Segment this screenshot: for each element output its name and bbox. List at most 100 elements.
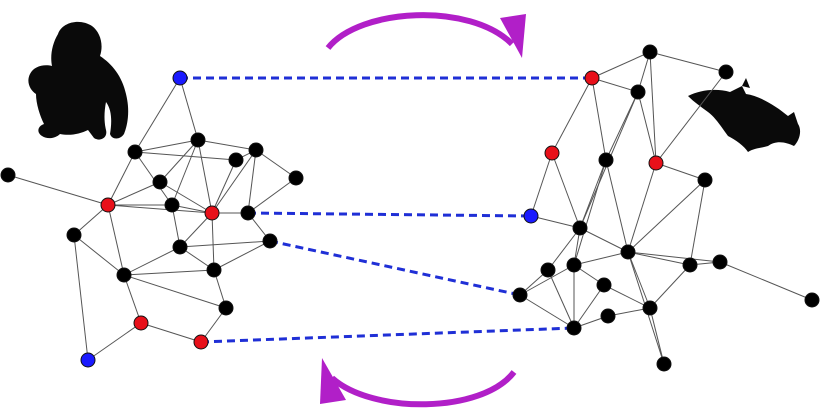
left-node-black [172,239,188,255]
right-node-black [620,244,636,260]
right-node-black [718,64,734,80]
right-edge [627,162,657,253]
right-network-edges [519,51,813,365]
left-edge [123,274,142,324]
right-edge [655,71,727,164]
right-node-black [566,320,582,336]
primate-silhouette-icon [28,21,129,140]
right-edge [573,284,605,329]
right-node-red [544,145,560,161]
right-node-black [540,262,556,278]
left-node-red [204,205,220,221]
left-edge [255,149,297,179]
right-edge [603,284,651,309]
left-node-blue [172,70,188,86]
left-edge [211,159,237,214]
left-edge [197,139,213,214]
right-node-black [566,257,582,273]
left-node-black [206,262,222,278]
alignment-link [247,211,532,218]
left-node-black [152,174,168,190]
right-edge [573,159,607,266]
right-node-black [642,44,658,60]
left-edge [179,77,199,141]
right-node-black [642,300,658,316]
right-node-black [596,277,612,293]
right-edge [591,51,651,79]
left-edge [7,174,109,206]
left-edge [247,149,257,214]
right-node-black [656,356,672,372]
left-edge [107,204,125,276]
left-node-black [127,144,143,160]
right-node-black [512,287,528,303]
right-node-black [804,292,820,308]
curved-arrow-right-icon [325,12,515,50]
left-node-red [100,197,116,213]
left-node-black [164,197,180,213]
left-edge [123,246,181,276]
left-edge [134,139,199,153]
right-node-black [682,257,698,273]
left-node-red [193,334,209,350]
right-edge [547,269,575,329]
right-node-red [584,70,600,86]
left-edge [73,234,125,276]
right-network-nodes [512,44,820,372]
right-edge [719,261,813,301]
right-edge [655,162,706,181]
left-edge [211,212,215,271]
left-node-black [190,132,206,148]
left-edge [247,177,297,214]
right-edge [551,77,593,154]
right-edge [649,307,665,365]
right-edge [637,91,657,164]
alignment-links [180,76,592,344]
left-edge [87,322,142,361]
right-node-black [697,172,713,188]
left-edge [134,151,237,161]
left-edge [73,204,109,236]
right-edge [627,251,691,266]
right-node-black [572,220,588,236]
left-node-black [66,227,82,243]
right-node-blue [523,208,539,224]
right-edge [591,77,639,93]
left-edge [107,181,161,206]
right-edge [627,179,706,253]
right-node-red [648,155,664,171]
left-network-nodes [0,70,304,368]
right-edge [530,152,553,217]
left-node-black [218,300,234,316]
left-edge [197,139,257,151]
left-edge [171,139,199,206]
left-node-black [248,142,264,158]
left-node-black [240,205,256,221]
left-edge [107,204,213,214]
left-edge [134,77,181,153]
right-node-black [712,254,728,270]
right-edge [649,51,727,73]
right-node-black [630,84,646,100]
left-edge [123,274,227,309]
right-edge [649,51,657,164]
right-edge [591,77,607,161]
right-edge [649,264,691,309]
alignment-link [269,239,521,297]
right-edge [551,152,581,229]
right-edge [579,227,629,253]
left-node-black [228,152,244,168]
right-edge [519,264,575,296]
right-edge [689,179,706,266]
left-edge [179,240,271,248]
right-edge [627,251,721,263]
left-edge [140,322,202,343]
left-edge [211,149,257,214]
bat-silhouette-icon [688,78,801,152]
right-edge [519,294,575,329]
left-edge [73,234,89,361]
alignment-link [200,326,575,344]
right-edge [573,251,629,266]
left-edge [159,181,213,214]
